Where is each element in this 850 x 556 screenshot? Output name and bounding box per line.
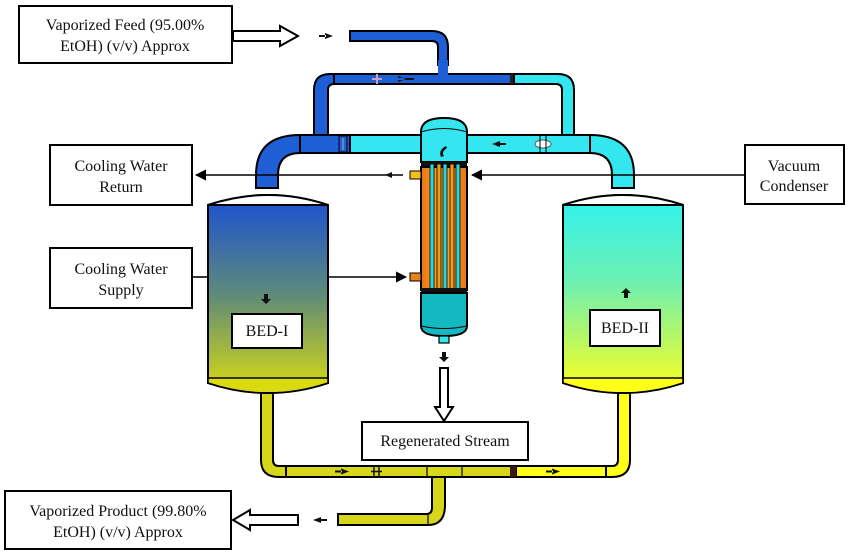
cw-return-label-line1: Cooling Water: [74, 158, 168, 175]
cw-supply-label-line1: Cooling Water: [74, 261, 168, 278]
cw-return-label-line2: Return: [99, 179, 143, 196]
flow-arrow-icon: [319, 33, 333, 39]
flow-arrow-icon: [492, 141, 506, 147]
regen-header-pipe: [513, 73, 575, 136]
swirl-flow-icon: [440, 146, 447, 157]
regen-pipe-network: [349, 73, 635, 189]
flow-arrow-icon: [398, 76, 414, 82]
product-label: Vaporized Product (99.80% EtOH) (v/v) Ap…: [4, 490, 232, 550]
cw-return-nozzle: [409, 170, 422, 180]
cw-return-label: Cooling Water Return: [49, 144, 193, 206]
feed-label-line2: EtOH) (v/v) Approx: [60, 38, 190, 55]
bed-1-label: BED-I: [246, 323, 289, 340]
flow-arrow-icon: [313, 517, 327, 523]
product-header-pipe: [285, 465, 517, 478]
regen-hollow-arrow-icon: [433, 367, 455, 423]
valve-icon: [371, 467, 382, 476]
product-hollow-arrow-icon: [231, 508, 299, 532]
feed-hollow-arrow-icon: [232, 24, 301, 48]
valve-icon: [372, 74, 382, 84]
flow-arrow-icon: [546, 468, 560, 475]
regen-stream-label: Regenerated Stream: [361, 421, 529, 461]
condensate-outlet-nozzle: [438, 335, 450, 344]
regen-lower-header: [349, 134, 591, 154]
valve-icon: [534, 135, 552, 153]
regen-label: Regenerated Stream: [380, 433, 510, 450]
vacuum-label-line2: Condenser: [760, 178, 829, 195]
feed-label: Vaporized Feed (95.00% EtOH) (v/v) Appro…: [18, 5, 233, 64]
valve-closed-icon: [510, 466, 516, 477]
flow-arrow-icon: [335, 468, 349, 475]
cw-supply-label-line2: Supply: [98, 282, 143, 299]
bed-2-label: BED-II: [601, 320, 649, 337]
product-outlet-pipe: [337, 476, 446, 526]
cw-supply-label: Cooling Water Supply: [49, 247, 193, 309]
bed-1-vessel: BED-I: [207, 194, 329, 394]
regen-bed2-elbow: [589, 133, 635, 189]
flow-arrow-down-icon: [261, 294, 271, 304]
flow-arrow-up-icon: [621, 288, 631, 298]
flow-arrow-icon: [385, 172, 392, 178]
feed-label-line1: Vaporized Feed (95.00%: [46, 17, 205, 34]
vacuum-condenser-exchanger: [409, 116, 468, 362]
feed-bed1-elbow: [255, 133, 301, 189]
feed-pipe-network: [255, 30, 514, 189]
bed-2-vessel: BED-II: [562, 194, 684, 394]
product-label-line2: EtOH) (v/v) Approx: [53, 524, 183, 541]
bed-2-label-box: [589, 309, 661, 347]
valve-icon: [338, 135, 348, 153]
valve-closed-icon: [510, 74, 514, 84]
feed-inlet-pipe: [349, 30, 449, 66]
vacuum-condenser-label: Vacuum Condenser: [744, 144, 845, 205]
vacuum-label-line1: Vacuum: [768, 158, 821, 175]
feed-header-pipe: [329, 73, 513, 85]
product-label-line1: Vaporized Product (99.80%: [29, 503, 206, 520]
bed-1-label-box: [231, 313, 303, 349]
feed-leg-pipe: [313, 73, 335, 136]
flow-arrow-down-icon: [439, 352, 449, 362]
product-pipe-network: [260, 392, 631, 526]
cw-supply-nozzle: [409, 272, 422, 282]
